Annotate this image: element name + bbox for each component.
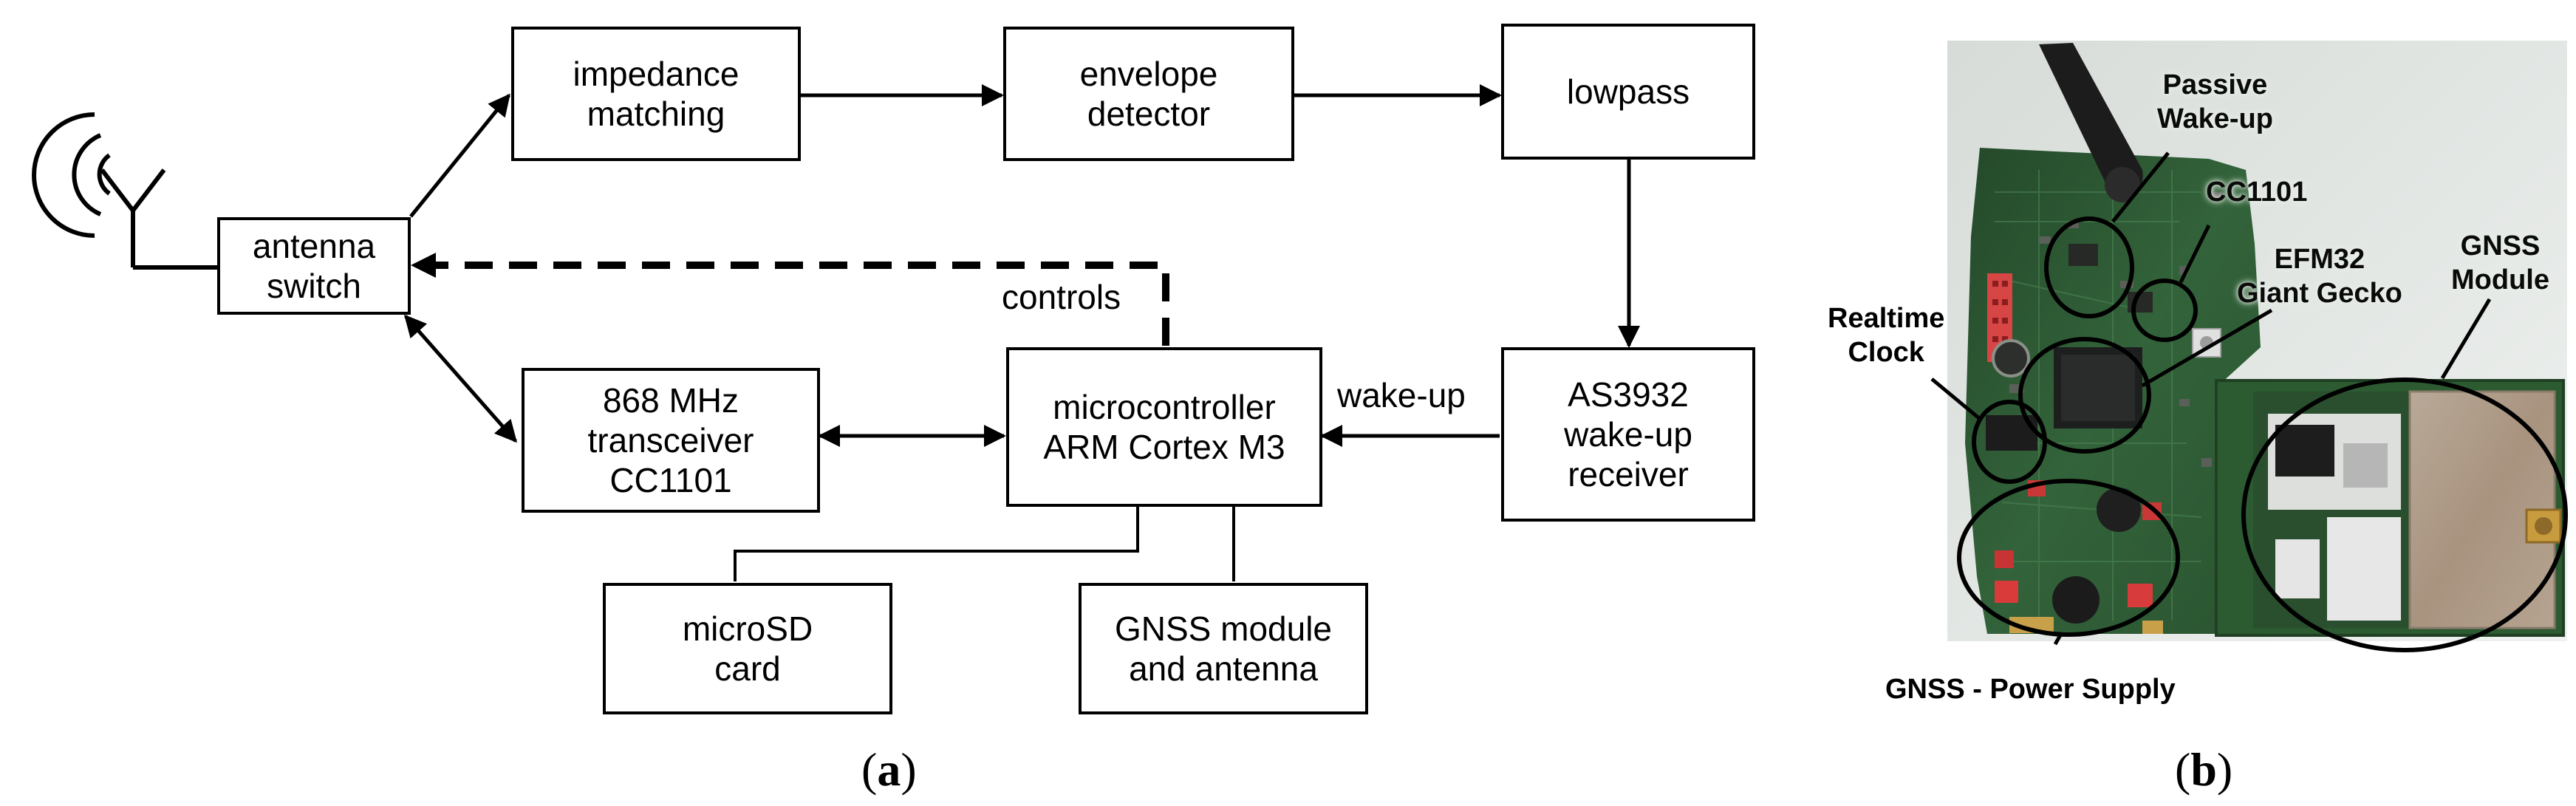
efm32-label: EFM32 Giant Gecko bbox=[2237, 244, 2402, 310]
antenna-switch-block: antenna switch bbox=[217, 217, 411, 315]
arrow-switch-to-impedance bbox=[409, 93, 510, 218]
lowpass-block: lowpass bbox=[1501, 24, 1755, 160]
passive-wakeup-ellipse bbox=[2044, 216, 2134, 318]
gnss-module-block: GNSS module and antenna bbox=[1079, 583, 1368, 714]
highlight-ellipses bbox=[1957, 216, 2568, 652]
gnss-board bbox=[2215, 379, 2565, 637]
rtc-ellipse bbox=[1972, 400, 2047, 484]
wakeup-receiver-block: AS3932 wake-up receiver bbox=[1501, 347, 1755, 522]
controls-arrowhead bbox=[411, 253, 436, 278]
power-supply-label: GNSS - Power Supply bbox=[1885, 674, 2176, 705]
realtime-clock-label: Realtime Clock bbox=[1828, 303, 1945, 369]
wakeup-label: wake-up bbox=[1337, 376, 1466, 414]
impedance-matching-block: impedance matching bbox=[511, 27, 801, 161]
gnss-ellipse bbox=[2241, 378, 2568, 652]
caption-b: (b) bbox=[2175, 743, 2233, 796]
transceiver-block: 868 MHz transceiver CC1101 bbox=[522, 368, 820, 513]
cc1101-ellipse bbox=[2131, 279, 2198, 342]
microsd-block: microSD card bbox=[603, 583, 892, 714]
cc1101-label: CC1101 bbox=[2206, 177, 2308, 208]
controls-dashed-line bbox=[425, 262, 1169, 346]
antenna-icon bbox=[32, 112, 217, 270]
arrow-switch-transceiver bbox=[404, 314, 517, 443]
efm32-ellipse bbox=[2018, 337, 2151, 454]
envelope-detector-block: envelope detector bbox=[1003, 27, 1294, 161]
power-supply-ellipse bbox=[1957, 479, 2180, 637]
passive-wakeup-label: Passive Wake-up bbox=[2157, 69, 2273, 135]
line-mcu-microsd bbox=[734, 507, 1139, 581]
controls-label: controls bbox=[1002, 278, 1121, 316]
leader-lines bbox=[1930, 151, 2492, 646]
gnss-module-label: GNSS Module bbox=[2451, 230, 2549, 296]
antenna-photo bbox=[2039, 43, 2143, 201]
caption-a: (a) bbox=[861, 743, 917, 796]
microcontroller-block: microcontroller ARM Cortex M3 bbox=[1006, 347, 1322, 507]
